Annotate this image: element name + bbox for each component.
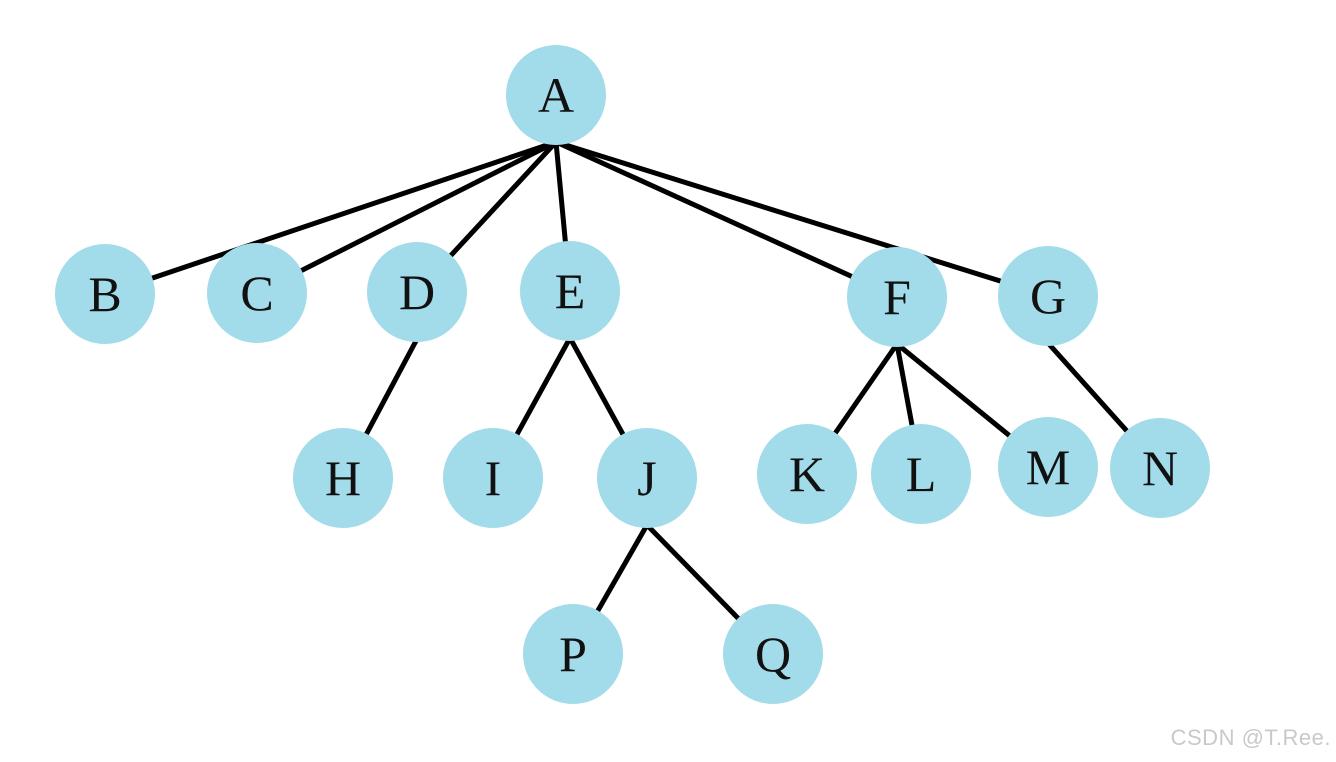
edge-A-F [553, 139, 900, 300]
edge-A-G [553, 139, 1051, 299]
node-label-Q: Q [755, 626, 791, 682]
node-circle-L [871, 424, 971, 524]
node-circle-N [1110, 418, 1210, 518]
node-circle-G [998, 246, 1098, 346]
tree-node-I: I [443, 428, 543, 528]
tree-node-G: G [998, 246, 1098, 346]
node-circle-M [998, 417, 1098, 517]
node-label-L: L [906, 446, 937, 502]
tree-node-K: K [757, 424, 857, 524]
node-label-H: H [325, 450, 361, 506]
node-circle-B [55, 244, 155, 344]
tree-node-M: M [998, 417, 1098, 517]
node-circle-Q [723, 604, 823, 704]
node-label-J: J [637, 450, 656, 506]
node-label-E: E [555, 263, 586, 319]
node-label-N: N [1142, 440, 1178, 496]
tree-node-D: D [367, 242, 467, 342]
tree-node-A: A [506, 45, 606, 145]
node-label-D: D [399, 264, 435, 320]
node-circle-F [847, 247, 947, 347]
node-label-A: A [538, 67, 574, 123]
node-circle-D [367, 242, 467, 342]
node-circle-A [506, 45, 606, 145]
node-circle-H [293, 428, 393, 528]
node-label-F: F [883, 269, 911, 325]
node-label-K: K [789, 446, 825, 502]
watermark: CSDN @T.Ree. [1170, 725, 1331, 750]
nodes-layer: A B C D E F G H I J K L M N P Q [55, 45, 1210, 704]
node-circle-E [520, 241, 620, 341]
tree-node-Q: Q [723, 604, 823, 704]
node-label-C: C [240, 265, 273, 321]
tree-node-F: F [847, 247, 947, 347]
node-circle-C [207, 243, 307, 343]
tree-node-N: N [1110, 418, 1210, 518]
edge-A-B [102, 139, 559, 297]
tree-node-L: L [871, 424, 971, 524]
node-label-I: I [485, 450, 502, 506]
tree-node-E: E [520, 241, 620, 341]
node-circle-K [757, 424, 857, 524]
tree-node-H: H [293, 428, 393, 528]
node-label-G: G [1030, 268, 1066, 324]
tree-node-P: P [523, 604, 623, 704]
tree-node-J: J [597, 428, 697, 528]
edge-A-C [254, 139, 559, 296]
node-label-M: M [1026, 439, 1070, 495]
edges-layer [102, 139, 1163, 657]
tree-node-C: C [207, 243, 307, 343]
node-circle-I [443, 428, 543, 528]
node-circle-P [523, 604, 623, 704]
node-label-P: P [559, 626, 587, 682]
node-label-B: B [88, 266, 121, 322]
node-circle-J [597, 428, 697, 528]
tree-node-B: B [55, 244, 155, 344]
